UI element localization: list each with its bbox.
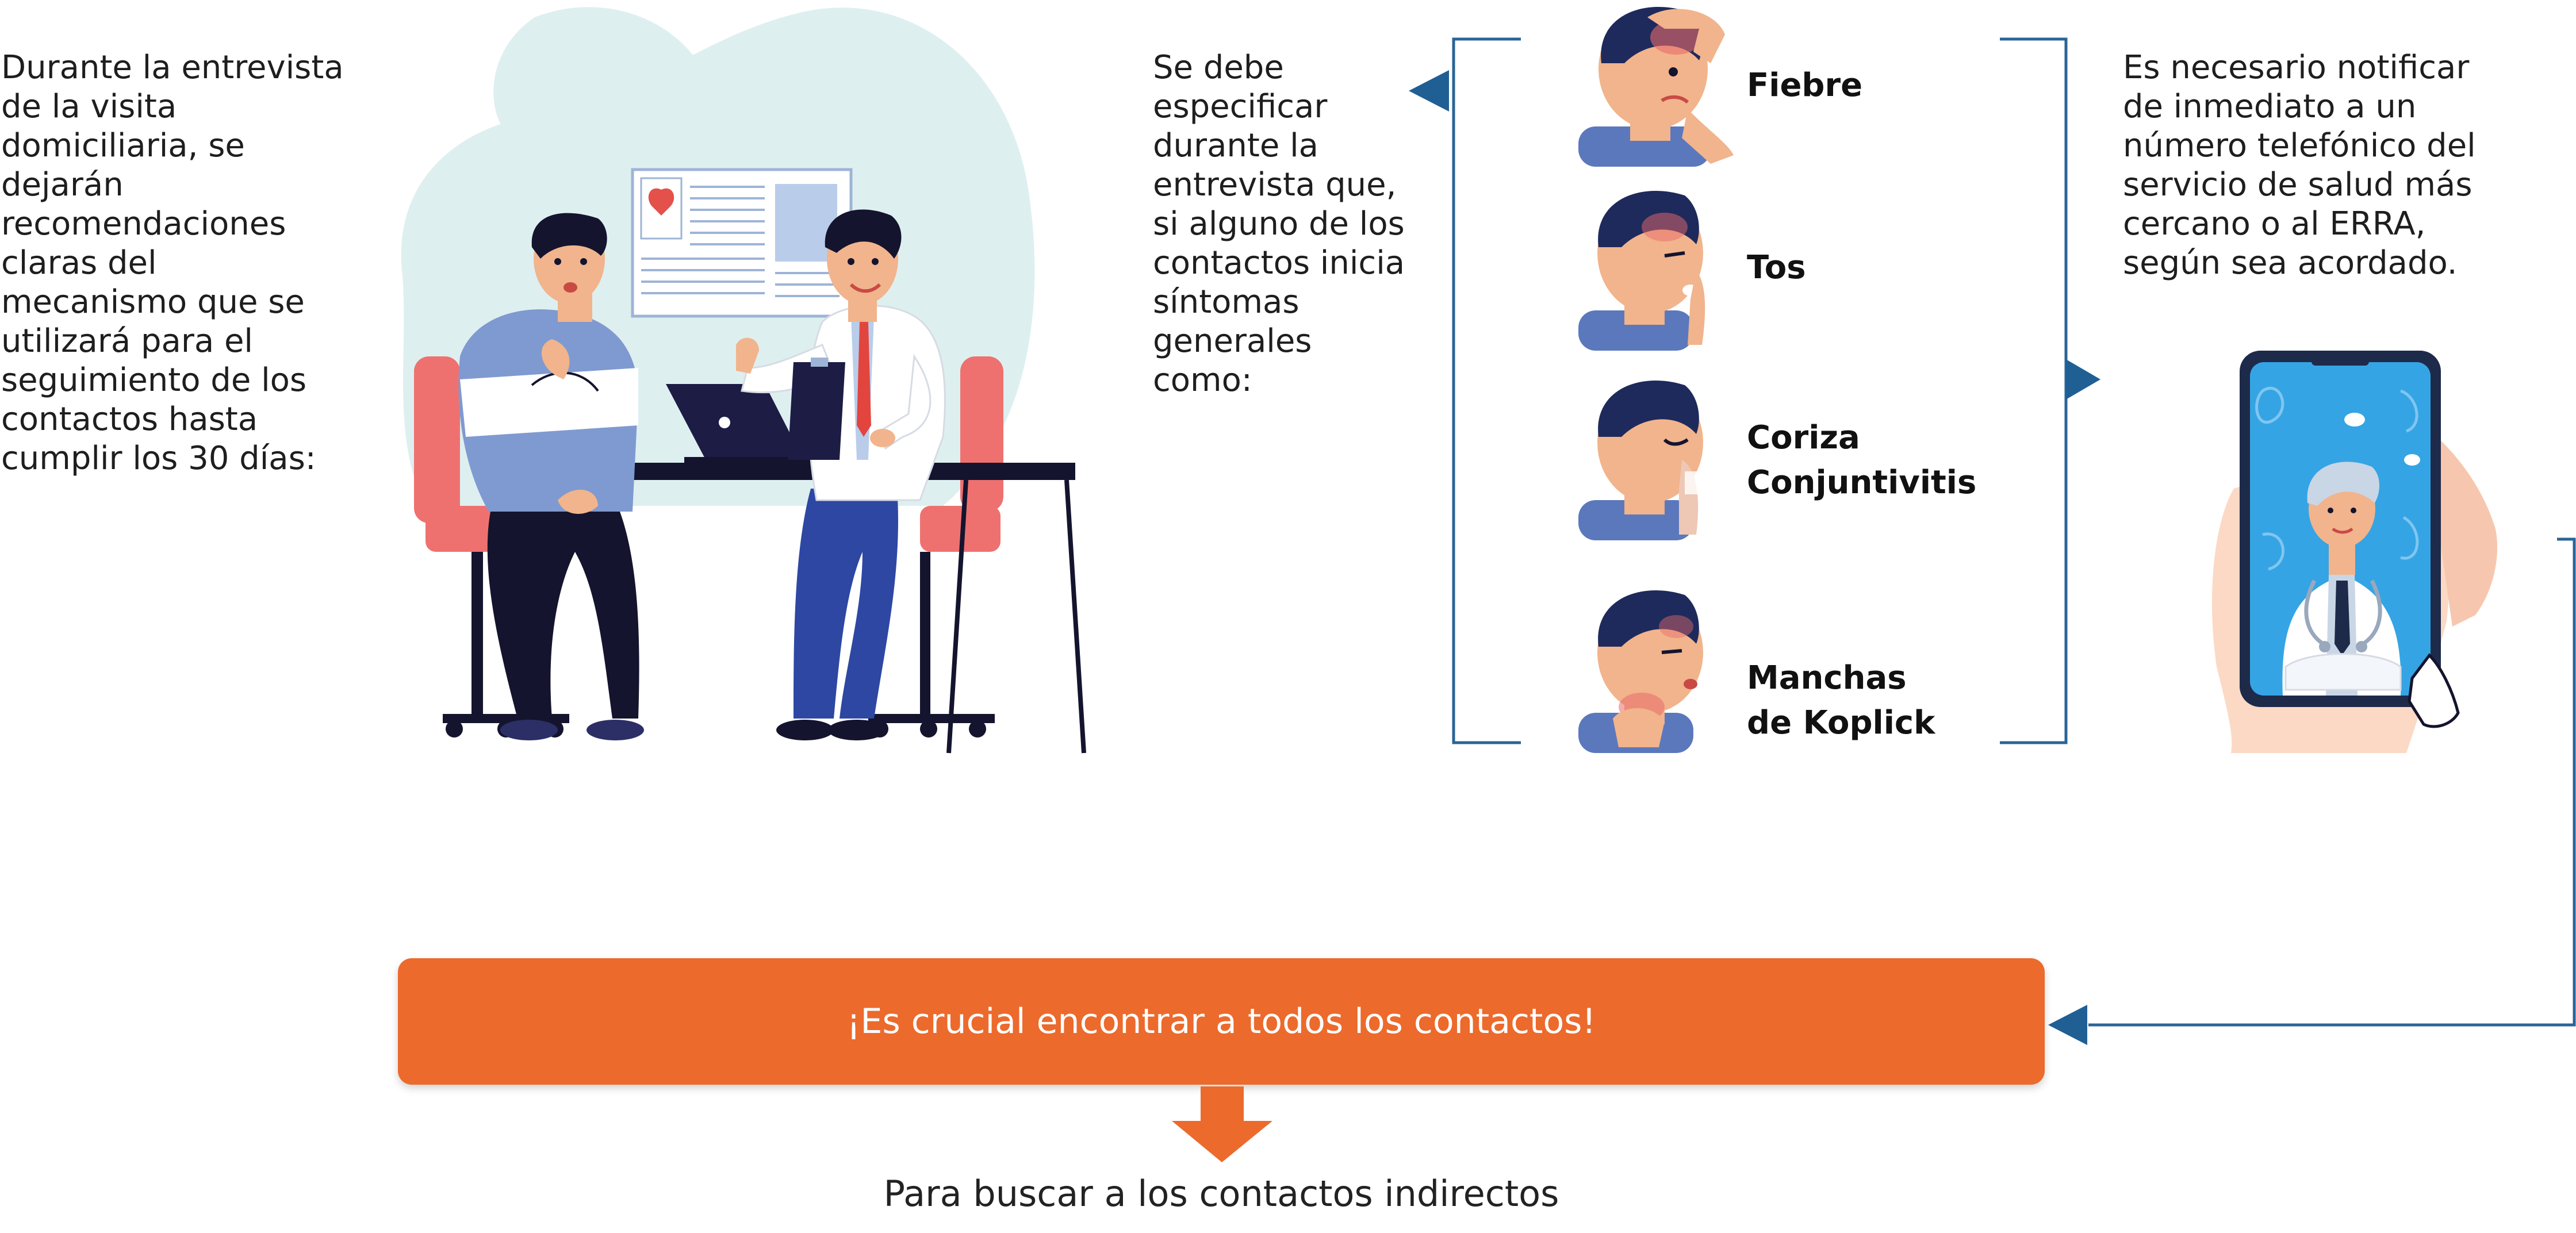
arrow-right-icon: [2066, 359, 2100, 400]
symptoms-right-bracket: [2000, 37, 2100, 744]
intro-paragraph: Durante la entrevista de la visita domic…: [1, 49, 344, 477]
arrow-left-icon: [1409, 70, 1449, 112]
doctor-icon: [736, 209, 946, 740]
key-message-banner: ¡Es crucial encontrar a todos los contac…: [398, 958, 2045, 1085]
symptom-label-fiebre: Fiebre: [1747, 67, 1863, 104]
laptop-icon: [666, 384, 822, 465]
symptom-label-manchas: Manchas de Koplick: [1747, 659, 1935, 742]
arrow-down-icon: [1172, 1086, 1272, 1162]
banner-text: ¡Es crucial encontrar a todos los contac…: [846, 1001, 1596, 1042]
sweating-head-hand-on-forehead-icon: [1578, 7, 1734, 167]
wall-chart-icon: [631, 168, 853, 318]
phone-doctor-call-icon: [2211, 351, 2498, 753]
instruction-paragraph: Se debe especificar durante la entrevist…: [1153, 49, 1405, 399]
sneezing-person-icon: [1578, 381, 1708, 540]
symptoms-left-bracket: [1409, 37, 1521, 744]
coughing-person-icon: [1578, 191, 1705, 351]
symptom-label-tos: Tos: [1747, 249, 1806, 286]
indirect-contacts-caption: Para buscar a los contactos indirectos: [883, 1173, 1559, 1215]
home-visit-interview-illustration: [401, 7, 1086, 754]
arrow-left-icon: [2048, 1005, 2087, 1045]
patient-icon: [458, 213, 644, 740]
sore-throat-person-icon: [1578, 590, 1703, 753]
symptom-label-coriza: Coriza Conjuntivitis: [1747, 419, 1977, 501]
notification-paragraph: Es necesario notificar de inmediato a un…: [2123, 49, 2476, 282]
notification-to-banner-connector: [2048, 537, 2576, 1045]
